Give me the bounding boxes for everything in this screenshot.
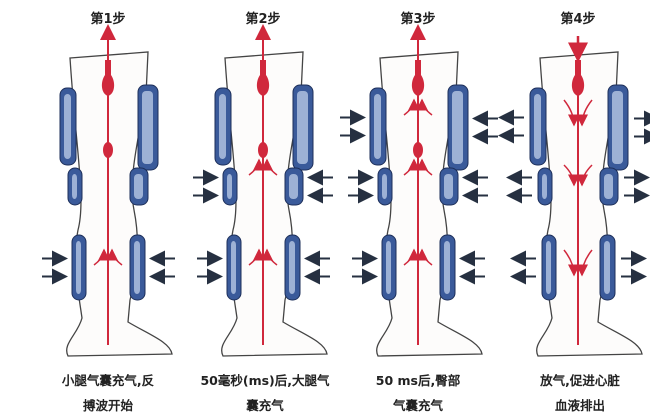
caption-line: 气囊充气 [392,398,443,413]
caption-line: 50毫秒(ms)后,大腿气 [200,373,330,388]
caption-line: 放气,促进心脏 [540,373,620,388]
step-3-caption: 50 ms后,臀部气囊充气 [343,368,493,418]
blood-flow-arrow [403,98,420,116]
step-1-caption: 小腿气囊充气,反搏波开始 [33,368,183,418]
blood-flow-arrow [416,248,433,266]
artery-bulge [101,60,115,96]
cuff-highlight [72,174,77,199]
blood-flow-arrow [576,249,593,277]
cuff-highlight [219,94,226,159]
cuff-highlight [604,241,610,294]
cuff-highlight [604,174,613,199]
cuff-highlight [134,174,143,199]
step-2-label: 第2步 [245,12,281,27]
cuff-highlight [542,174,547,199]
caption-line: 小腿气囊充气,反 [61,373,155,388]
blood-flow-arrow [248,158,265,176]
cuff-highlight [452,91,463,164]
cuff-highlight [534,94,541,159]
artery-bulge [413,142,423,158]
artery-bulge [258,142,268,158]
blood-flow-arrow [563,164,580,187]
cuff-highlight [76,241,81,294]
blood-flow-arrow [93,248,110,266]
blood-flow-arrow [563,99,580,127]
artery-bulge [411,60,425,96]
cuff-highlight [64,94,71,159]
caption-line: 囊充气 [246,398,284,413]
blood-flow-arrow [576,164,593,187]
cuff-highlight [297,91,308,164]
blood-flow-arrow [416,98,433,116]
caption-line: 血液排出 [554,398,605,413]
blood-flow-arrow [261,158,278,176]
blood-flow-arrow [261,248,278,266]
cuff-highlight [612,91,623,164]
cuff-highlight [289,174,298,199]
step-2-caption: 50毫秒(ms)后,大腿气囊充气 [190,368,340,418]
cuff-highlight [374,94,381,159]
blood-flow-arrow [106,248,123,266]
cuff-highlight [386,241,391,294]
blood-flow-arrow [576,99,593,127]
blood-flow-arrow [248,248,265,266]
blood-flow-arrow [416,158,433,176]
artery-bulge [103,142,113,158]
cuff-highlight [444,241,450,294]
blood-flow-arrow [403,158,420,176]
artery-bulge [256,60,270,96]
cuff-highlight [227,174,232,199]
step-1-label: 第1步 [90,12,126,27]
cuff-highlight [382,174,387,199]
blood-flow-arrow [403,248,420,266]
artery-bulge [571,60,585,96]
step-4-caption: 放气,促进心脏血液排出 [505,368,650,418]
cuff-highlight [546,241,551,294]
step-4-label: 第4步 [560,12,596,27]
cuff-highlight [289,241,295,294]
blood-flow-arrow [563,249,580,277]
caption-line: 搏波开始 [82,398,133,413]
cuff-highlight [142,91,153,164]
step-3-label: 第3步 [400,12,436,27]
cuff-highlight [444,174,453,199]
cuff-highlight [134,241,140,294]
cuff-highlight [231,241,236,294]
caption-line: 50 ms后,臀部 [375,373,461,388]
